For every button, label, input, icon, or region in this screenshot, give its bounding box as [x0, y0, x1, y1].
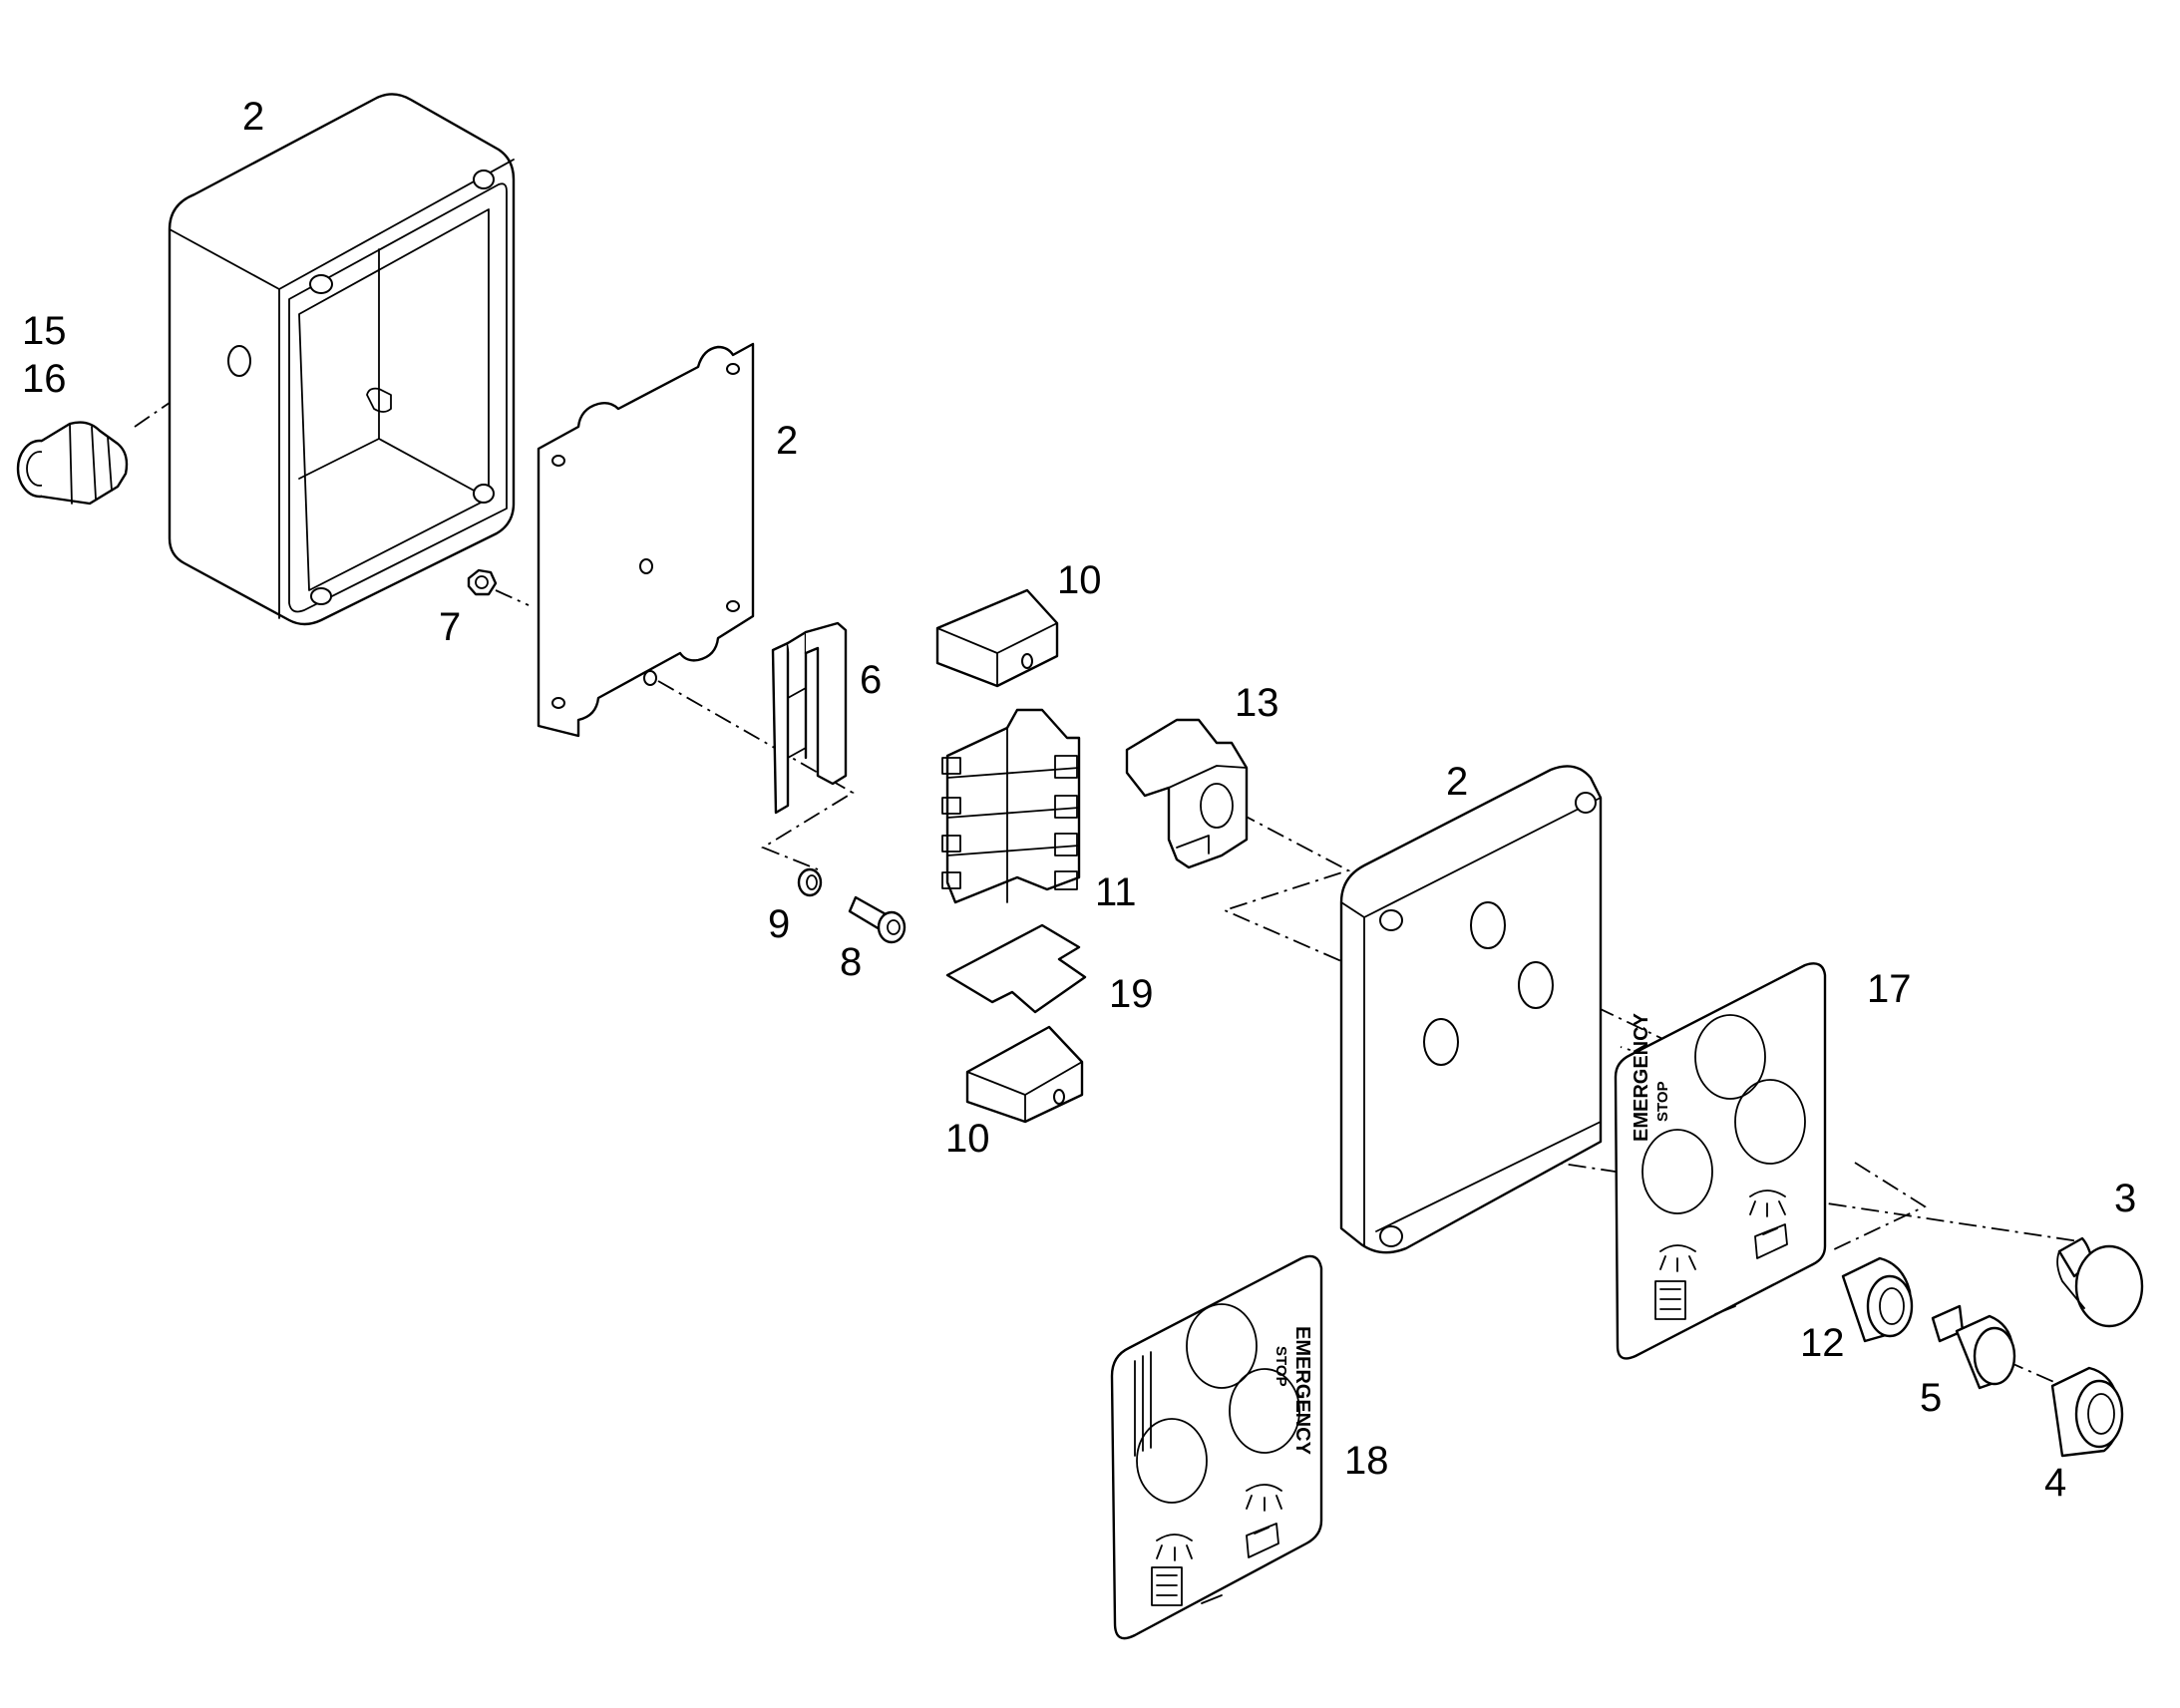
mushroom-button: [2056, 1236, 2144, 1328]
callout-mounting-plate: 2: [776, 419, 798, 463]
cable-gland: [16, 421, 129, 506]
callout-nut: 7: [439, 605, 461, 649]
screw: [848, 895, 907, 944]
contact-block-stack: [941, 708, 1081, 904]
contact-block-holder: [1125, 718, 1249, 869]
callout-rail: 6: [860, 658, 882, 702]
din-rail: [771, 621, 848, 815]
callout-pushbutton: 5: [1920, 1376, 1942, 1420]
mounting-plate: [537, 342, 755, 738]
callout-end-cover-top: 10: [1057, 558, 1102, 602]
callout-insulating-plate: 19: [1109, 972, 1154, 1016]
callout-contact-blocks: 11: [1095, 870, 1137, 914]
legend-text-spare: EMERGENCY STOP: [1272, 1326, 1313, 1456]
end-cover-top: [935, 588, 1059, 688]
enclosure-box: [168, 93, 516, 626]
svg-text:EMERGENCY: EMERGENCY: [1291, 1326, 1313, 1456]
callout-lid: 2: [1446, 760, 1468, 804]
callout-screw: 8: [840, 940, 862, 984]
legend-plate-front: EMERGENCY STOP: [1614, 962, 1827, 1360]
callout-box-top: 2: [242, 95, 264, 139]
washer: [797, 867, 823, 897]
callout-labels: 2 15 16 2 7 6 10 13 2 9 8 11 19 10 17 3 …: [22, 95, 2136, 1505]
end-cover-bottom: [965, 1025, 1084, 1124]
enclosure-lid: [1339, 765, 1603, 1254]
legend-text-front: EMERGENCY STOP: [1631, 1012, 1671, 1142]
svg-text:STOP: STOP: [1654, 1081, 1671, 1122]
callout-washer: 9: [768, 902, 790, 946]
callout-gland-a: 15: [22, 309, 67, 353]
svg-text:STOP: STOP: [1272, 1346, 1289, 1387]
callout-mushroom-button: 3: [2114, 1177, 2136, 1220]
legend-plate-spare: EMERGENCY STOP: [1110, 1254, 1323, 1640]
callout-cap: 4: [2044, 1461, 2066, 1505]
svg-text:EMERGENCY: EMERGENCY: [1631, 1012, 1652, 1142]
adapter-ring: [1841, 1256, 1914, 1343]
insulating-plate: [945, 923, 1087, 1014]
callout-contact-block-holder: 13: [1235, 681, 1279, 725]
callout-legend-plate-spare: 18: [1344, 1439, 1389, 1483]
callout-end-cover-bottom: 10: [945, 1117, 990, 1161]
callout-legend-plate-front: 17: [1867, 967, 1912, 1011]
callout-gland-b: 16: [22, 357, 67, 401]
callout-adapter-ring: 12: [1800, 1321, 1845, 1365]
cap: [2050, 1366, 2124, 1458]
pushbutton: [1931, 1304, 2016, 1390]
nut: [467, 568, 498, 596]
